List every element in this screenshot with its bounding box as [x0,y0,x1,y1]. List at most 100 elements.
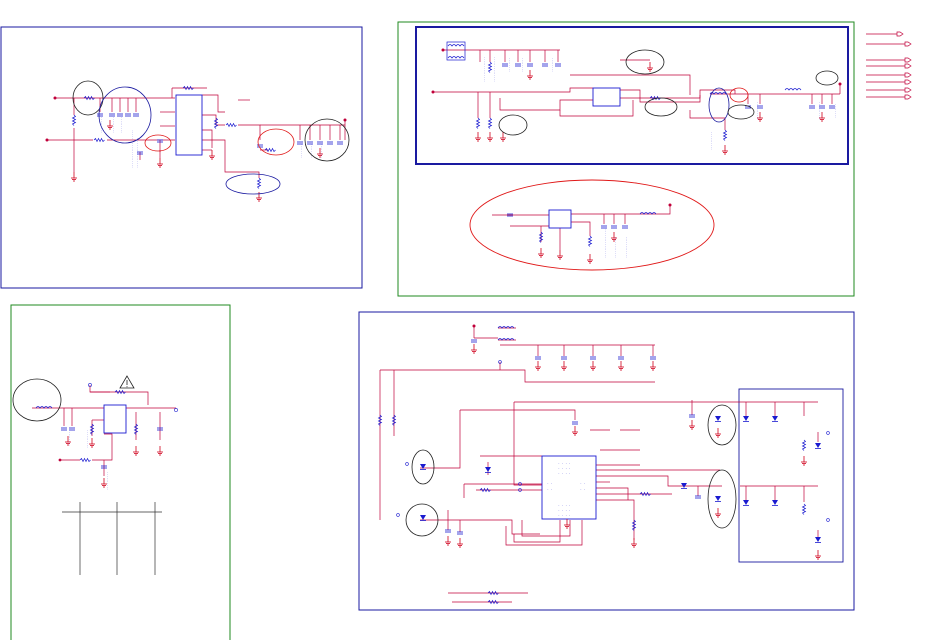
panel-top-left: ····················· ················· … [0,26,363,289]
highlight-circle [72,80,104,116]
component-labels: ·········· ·········· ········ [67,430,109,490]
resistor [588,235,592,247]
ground-symbol [617,360,625,371]
power-node [405,462,409,466]
highlight-circle [707,469,737,529]
svg-text:············: ············ [613,236,617,258]
component-labels: ·············· ·············· ········ ·… [482,57,837,150]
output-block-frame [738,388,844,563]
svg-text:·········: ········· [111,117,115,133]
converter-ic [592,87,621,107]
svg-text:· · · ·: · · · · [558,508,571,512]
highlight-circle [257,128,295,156]
port-symbol [896,31,904,37]
diode [771,415,779,422]
port-symbol [904,72,912,78]
highlight-circle [98,86,152,144]
svg-text:··············: ·············· [482,57,486,82]
capacitor [610,225,618,229]
svg-text:· · · ·: · · · · [558,503,571,507]
diode [814,442,822,449]
ground-symbol [649,360,657,371]
highlight-circle [729,87,749,103]
ground-symbol [814,549,822,560]
wires [47,87,346,178]
diode [714,495,722,502]
highlight-circle [727,104,755,120]
resistor [72,114,76,126]
converter-ic [548,209,572,229]
highlight-annotations [498,49,839,136]
wires [433,49,841,130]
resistor [79,458,91,462]
capacitor [526,63,534,67]
power-node [498,360,502,364]
capacitor [124,113,132,117]
resistor [476,117,480,129]
panel-frame-outer [397,21,855,297]
capacitor [96,113,104,117]
resistor [257,177,261,189]
capacitor [456,531,464,535]
power-node [45,138,49,142]
svg-text:··········: ·········· [817,102,821,120]
port-symbol [904,87,912,93]
ground-symbol [586,253,594,264]
svg-text:· ·: · · [580,481,586,485]
port-symbol [904,57,912,63]
capacitor [132,113,140,117]
panel-frame [0,26,363,289]
ground-symbol [132,445,140,456]
ground-symbol [456,537,464,548]
svg-text:· · · ·: · · · · [558,471,571,475]
pinout-table [62,502,162,575]
components: ····················· ················· … [45,86,347,202]
capacitor [470,339,478,343]
svg-text:· ·: · · [580,487,586,491]
capacitor [68,427,76,431]
panel-top-right: ·············· ·············· ········ ·… [397,21,912,297]
power-node [838,82,842,86]
ground-symbol [470,343,478,354]
svg-text:··········: ·········· [755,102,759,120]
power-node [518,488,522,492]
svg-text:············: ············ [624,236,628,258]
ground-symbol [444,535,452,546]
ground-symbol [800,455,808,466]
ground-symbol [714,507,722,518]
capacitor [256,144,264,148]
svg-text:··············: ·············· [492,57,496,82]
power-node [174,408,178,412]
ground-symbol [721,144,729,155]
svg-text:· · · ·: · · · · [558,513,571,517]
inductor [447,56,465,59]
port-symbol [904,63,912,69]
capacitor [541,63,549,67]
port-symbol [904,79,912,85]
resistor [802,439,806,451]
highlight-circle [815,70,839,86]
ground-symbol [156,445,164,456]
ground-symbol [560,360,568,371]
svg-text:········: ········ [67,431,71,446]
svg-text:· ·: · · [547,481,553,485]
power-node [53,96,57,100]
capacitor [534,356,542,360]
highlight-circle [707,404,737,446]
inductor [784,88,802,91]
capacitor [589,356,597,360]
components: · · · · · · · · · · · · · · · · · · · · … [378,324,830,604]
highlight-circle [644,97,678,117]
capacitor [444,529,452,533]
capacitor [617,356,625,360]
svg-text:·················: ················· [135,137,139,168]
svg-text:········: ········ [309,143,313,158]
svg-text:··········: ·········· [85,430,89,448]
connector-ports [866,31,912,100]
power-node [343,118,347,122]
inductor [447,44,465,47]
svg-text:·········: ········· [99,117,103,133]
component-labels: ················· ············ ·········… [603,227,628,258]
ground-symbol [534,360,542,371]
